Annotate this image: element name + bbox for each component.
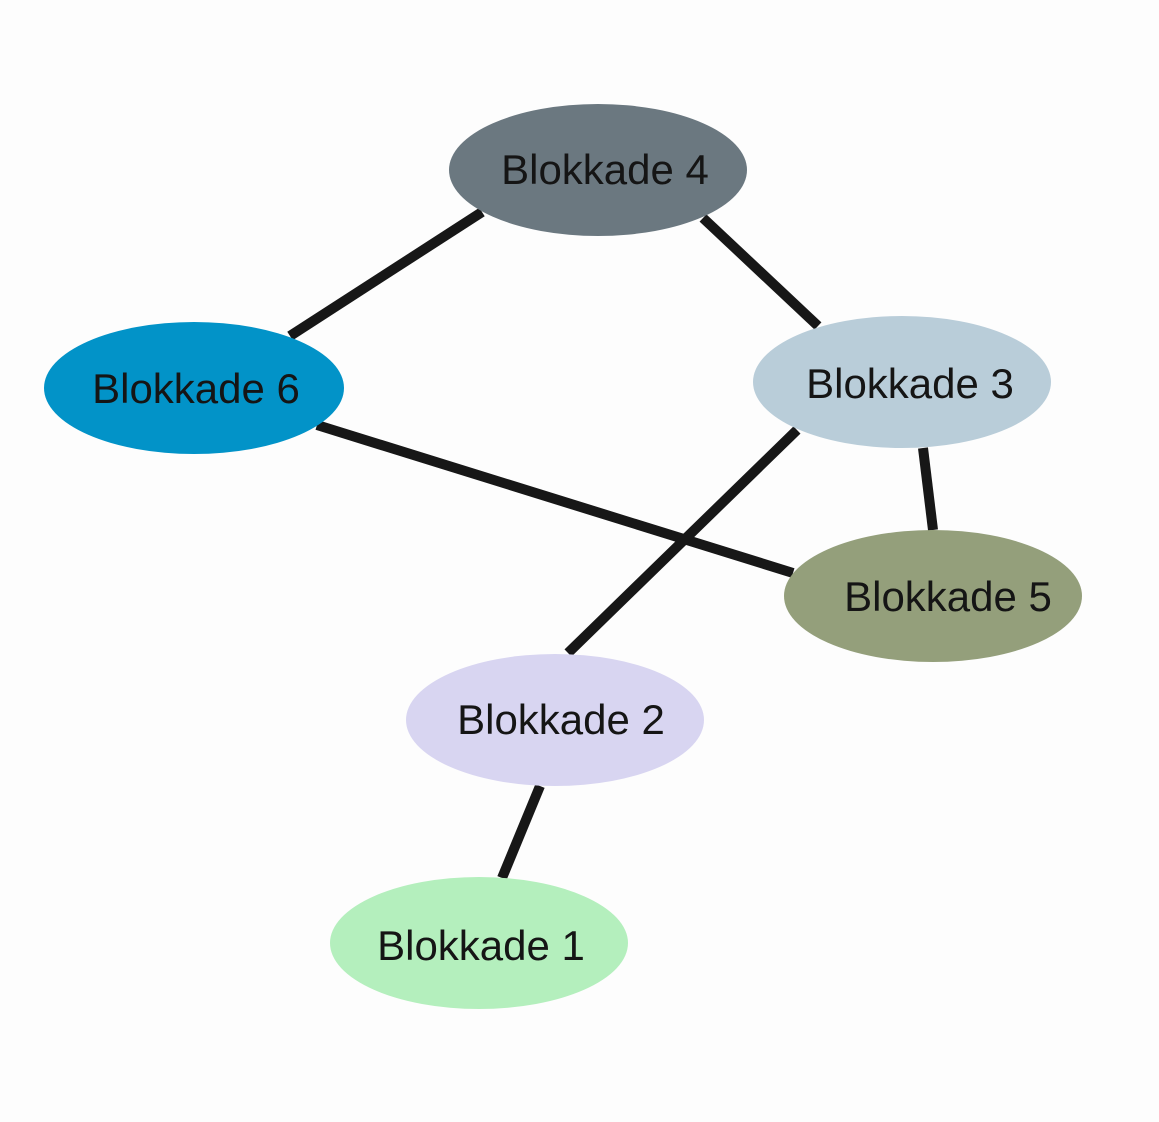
node-blokkade-5[interactable]: Blokkade 5 [784,530,1082,662]
node-label: Blokkade 4 [501,146,709,193]
edge-b3-b2 [564,426,801,657]
node-shape [44,322,344,454]
edge-b4-b3 [699,214,822,330]
node-shape [449,104,747,236]
node-label: Blokkade 2 [457,696,665,743]
edges-layer [287,207,938,880]
edge-b2-b1 [497,784,545,880]
node-blokkade-4[interactable]: Blokkade 4 [449,104,747,236]
edge-b4-b6 [287,207,485,341]
node-blokkade-2[interactable]: Blokkade 2 [406,654,704,786]
node-label: Blokkade 6 [92,365,300,412]
edge-b6-b5 [315,420,795,578]
edge-b3-b5 [918,447,938,531]
node-shape [330,877,628,1009]
node-blokkade-1[interactable]: Blokkade 1 [330,877,628,1009]
node-label: Blokkade 3 [806,360,1014,407]
node-blokkade-6[interactable]: Blokkade 6 [44,322,344,454]
node-blokkade-3[interactable]: Blokkade 3 [753,316,1051,448]
node-label: Blokkade 1 [377,922,585,969]
node-shape [784,530,1082,662]
node-label: Blokkade 5 [844,573,1052,620]
node-shape [406,654,704,786]
node-shape [753,316,1051,448]
